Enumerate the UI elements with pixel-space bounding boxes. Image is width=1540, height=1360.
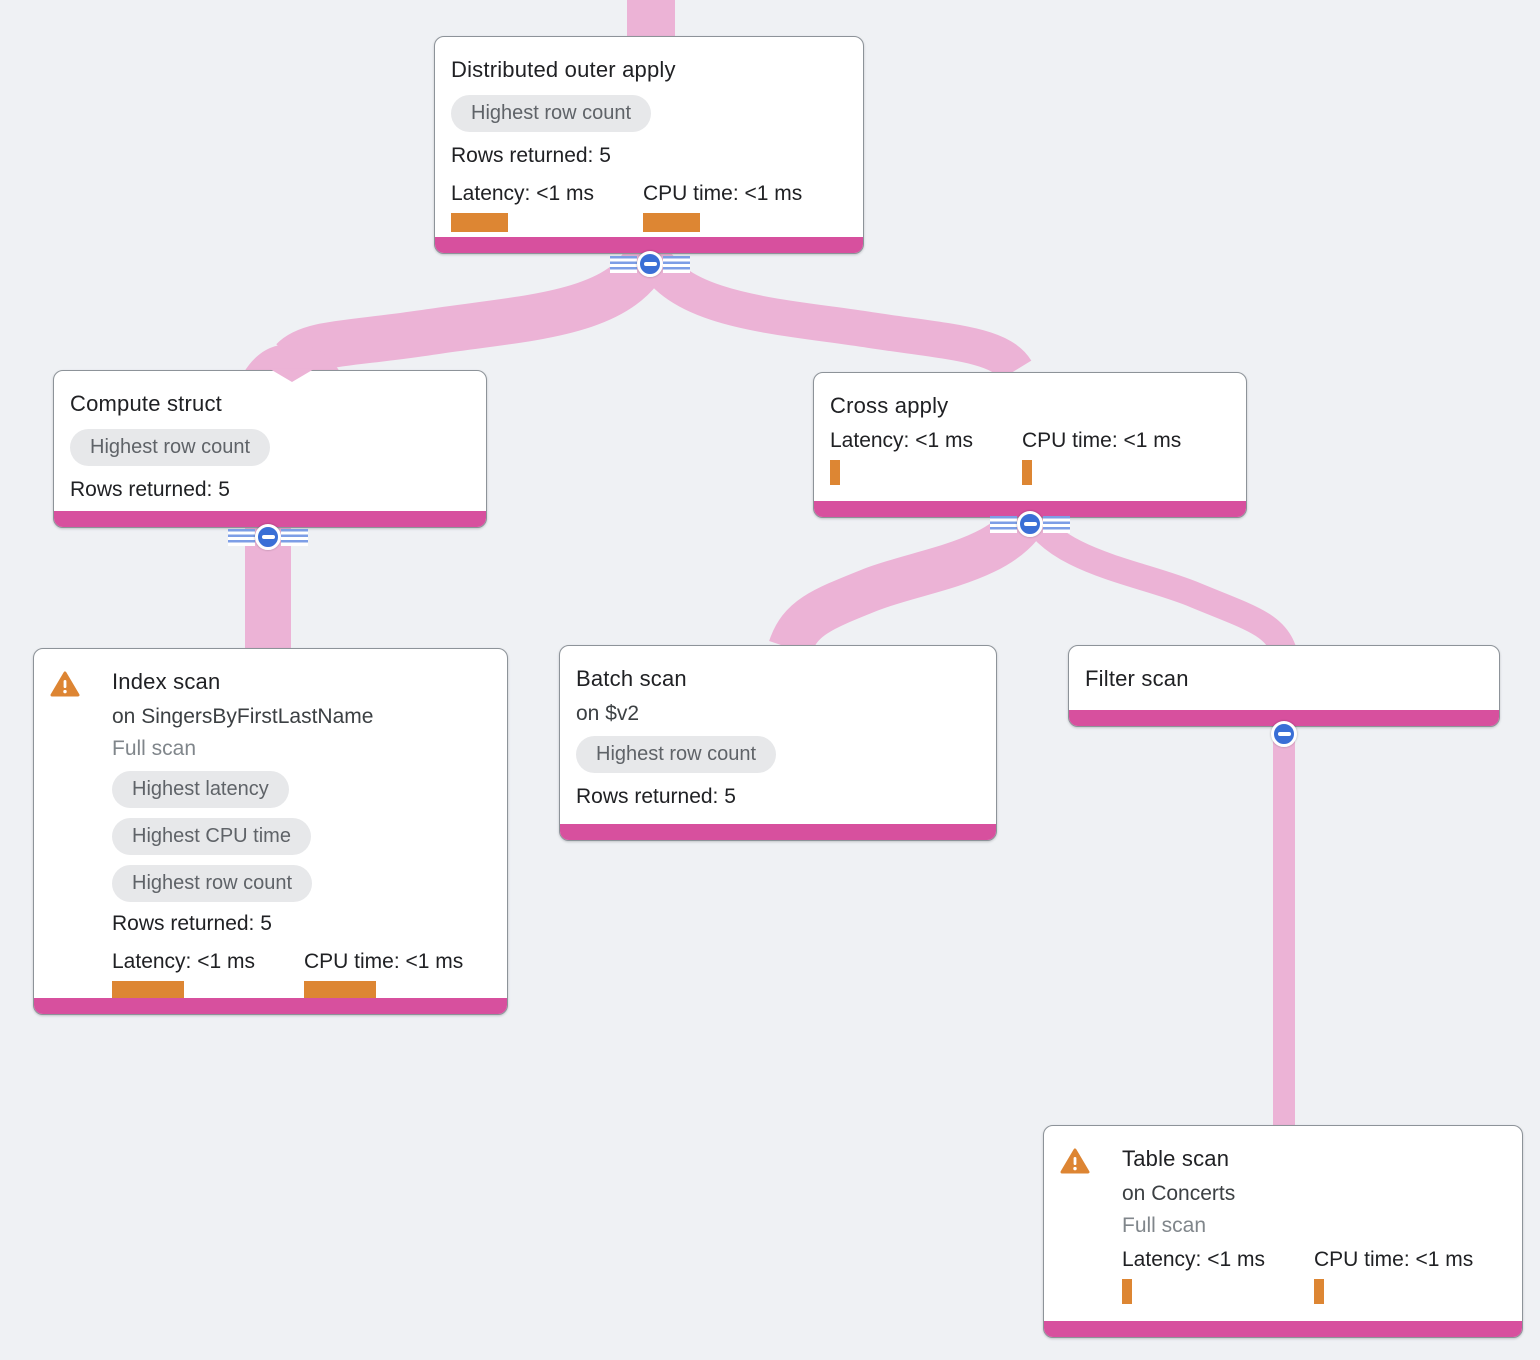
highest-row-count-badge: Highest row count [112, 865, 313, 902]
highest-row-count-badge: Highest row count [576, 736, 777, 773]
node-accent-bar [560, 824, 996, 840]
collapsed-rows-stripes-left [990, 515, 1017, 533]
node-accent-bar [435, 237, 863, 253]
collapsed-rows-stripes-left [228, 528, 255, 546]
warning-icon [50, 665, 96, 1001]
node-accent-bar [1044, 1321, 1522, 1337]
node-title: Batch scan [576, 666, 687, 691]
edge-root-to-compute-struct [276, 241, 672, 378]
node-title: Filter scan [1085, 666, 1189, 691]
warning-icon [1060, 1142, 1106, 1304]
scan-type-text: Full scan [112, 737, 197, 760]
plan-node-compute-struct[interactable]: Compute struct Highest row count Rows re… [53, 370, 487, 528]
edge-cross-apply-to-filter-scan [1018, 504, 1297, 657]
latency-metric: Latency: <1 ms [451, 182, 643, 232]
latency-label: Latency: <1 ms [830, 429, 973, 452]
node-title: Table scan [1122, 1146, 1230, 1171]
cpu-time-metric: CPU time: <1 ms [643, 182, 835, 232]
node-title: Distributed outer apply [451, 57, 676, 82]
latency-label: Latency: <1 ms [1122, 1248, 1265, 1271]
collapse-minus-icon [1271, 721, 1297, 747]
rows-returned-text: Rows returned: 5 [112, 912, 272, 935]
node-subtitle: on $v2 [576, 702, 640, 725]
collapsed-rows-stripes-left [610, 255, 637, 273]
edge-landing-compute-struct [244, 344, 340, 372]
node-title: Compute struct [70, 391, 222, 416]
latency-metric: Latency: <1 ms [1122, 1248, 1314, 1304]
cpu-time-bar [1022, 460, 1032, 485]
node-title: Index scan [112, 669, 221, 694]
plan-node-batch-scan[interactable]: Batch scan on $v2 Highest row count Rows… [559, 645, 997, 841]
collapse-minus-icon [255, 524, 281, 550]
edge-filter-scan-to-table-scan [1273, 718, 1295, 1130]
edge-cross-apply-to-batch-scan [769, 499, 1051, 656]
node-title: Cross apply [830, 393, 949, 418]
collapse-button-compute-struct[interactable] [228, 524, 308, 550]
rows-returned-text: Rows returned: 5 [576, 785, 736, 808]
latency-metric: Latency: <1 ms [830, 429, 1022, 485]
latency-label: Latency: <1 ms [112, 950, 255, 973]
node-accent-bar [1069, 710, 1499, 726]
highest-row-count-badge: Highest row count [451, 95, 652, 132]
rows-returned-text: Rows returned: 5 [70, 478, 230, 501]
node-accent-bar [34, 998, 507, 1014]
cpu-time-label: CPU time: <1 ms [1314, 1248, 1474, 1271]
cpu-time-bar [304, 981, 376, 1001]
latency-bar [1122, 1279, 1132, 1304]
latency-bar [112, 981, 184, 1001]
collapse-minus-icon [1017, 511, 1043, 537]
latency-bar [830, 460, 840, 485]
cpu-time-metric: CPU time: <1 ms [304, 950, 496, 1001]
highest-latency-badge: Highest latency [112, 771, 289, 808]
node-accent-bar [54, 511, 486, 527]
cpu-time-bar [1314, 1279, 1324, 1304]
plan-node-distributed-outer-apply[interactable]: Distributed outer apply Highest row coun… [434, 36, 864, 254]
collapsed-rows-stripes-right [1043, 515, 1070, 533]
node-accent-bar [814, 501, 1246, 517]
cpu-time-label: CPU time: <1 ms [1022, 429, 1182, 452]
cpu-time-metric: CPU time: <1 ms [1022, 429, 1214, 485]
latency-bar [451, 213, 508, 232]
plan-node-cross-apply[interactable]: Cross apply Latency: <1 ms CPU time: <1 … [813, 372, 1247, 518]
cpu-time-metric: CPU time: <1 ms [1314, 1248, 1506, 1304]
plan-node-filter-scan[interactable]: Filter scan [1068, 645, 1500, 727]
latency-label: Latency: <1 ms [451, 182, 594, 205]
cpu-time-label: CPU time: <1 ms [304, 950, 464, 973]
latency-metric: Latency: <1 ms [112, 950, 304, 1001]
edge-arrow-tip [270, 369, 314, 382]
collapse-minus-icon [637, 251, 663, 277]
collapse-button-distributed-outer-apply[interactable] [610, 251, 690, 277]
collapse-button-cross-apply[interactable] [990, 511, 1070, 537]
collapsed-rows-stripes-right [663, 255, 690, 273]
cpu-time-label: CPU time: <1 ms [643, 182, 803, 205]
rows-returned-text: Rows returned: 5 [451, 144, 611, 167]
scan-type-text: Full scan [1122, 1214, 1207, 1237]
edge-into-root [627, 0, 675, 42]
highest-cpu-time-badge: Highest CPU time [112, 818, 311, 855]
node-subtitle: on SingersByFirstLastName [112, 705, 374, 728]
plan-node-index-scan[interactable]: Index scan on SingersByFirstLastName Ful… [33, 648, 508, 1015]
collapsed-rows-stripes-right [281, 528, 308, 546]
cpu-time-bar [643, 213, 700, 232]
highest-row-count-badge: Highest row count [70, 429, 271, 466]
edge-root-to-cross-apply [633, 242, 1032, 381]
node-subtitle: on Concerts [1122, 1182, 1236, 1205]
collapse-button-filter-scan[interactable] [1271, 721, 1297, 747]
plan-node-table-scan[interactable]: Table scan on Concerts Full scan Latency… [1043, 1125, 1523, 1338]
